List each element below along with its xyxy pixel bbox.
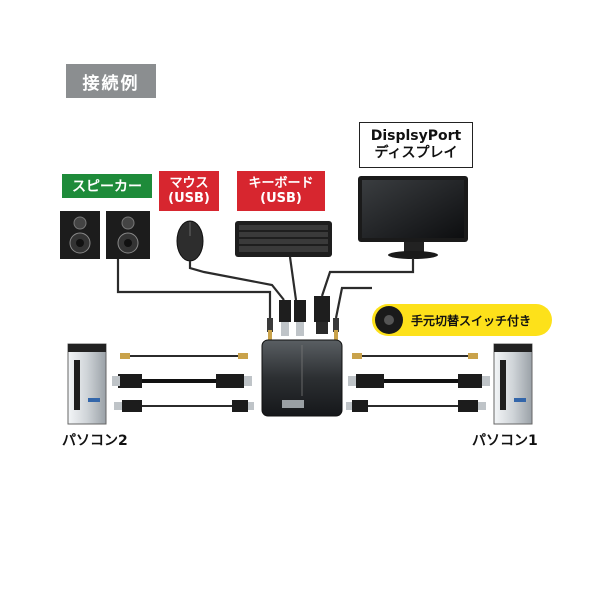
pc2-tower-icon: [67, 343, 107, 425]
pc1-label: パソコン1: [472, 433, 538, 449]
keyboard-icon: [235, 221, 332, 257]
keyboard-label: キーボード (USB): [237, 171, 325, 211]
mouse-label: マウス (USB): [159, 171, 219, 211]
display-label: DisplsyPort ディスプレイ: [359, 122, 473, 168]
monitor-icon: [358, 176, 468, 259]
pc2-cables: [112, 353, 254, 412]
keyboard-label-line2: (USB): [260, 191, 302, 206]
speaker-label: スピーカー: [62, 174, 152, 198]
switch-label-text: 手元切替スイッチ付き: [411, 313, 532, 328]
display-label-line1: DisplsyPort: [370, 128, 462, 144]
mouse-label-line1: マウス: [169, 176, 209, 191]
speaker-right-icon: [106, 211, 150, 259]
top-plugs: [267, 296, 339, 340]
mouse-icon: [176, 220, 204, 262]
page-title: 接続例: [66, 64, 156, 98]
kvm-switch-icon: [261, 339, 343, 417]
peripheral-cables: [116, 256, 415, 319]
switch-button-icon: [375, 306, 403, 334]
pc2-label: パソコン2: [62, 433, 128, 449]
keyboard-label-line1: キーボード: [248, 176, 314, 191]
pc1-tower-icon: [493, 343, 533, 425]
switch-label: 手元切替スイッチ付き: [372, 304, 552, 336]
pc1-cables: [346, 353, 490, 412]
display-label-line2: ディスプレイ: [374, 145, 458, 161]
mouse-label-line2: (USB): [168, 191, 210, 206]
speaker-left-icon: [60, 211, 100, 259]
